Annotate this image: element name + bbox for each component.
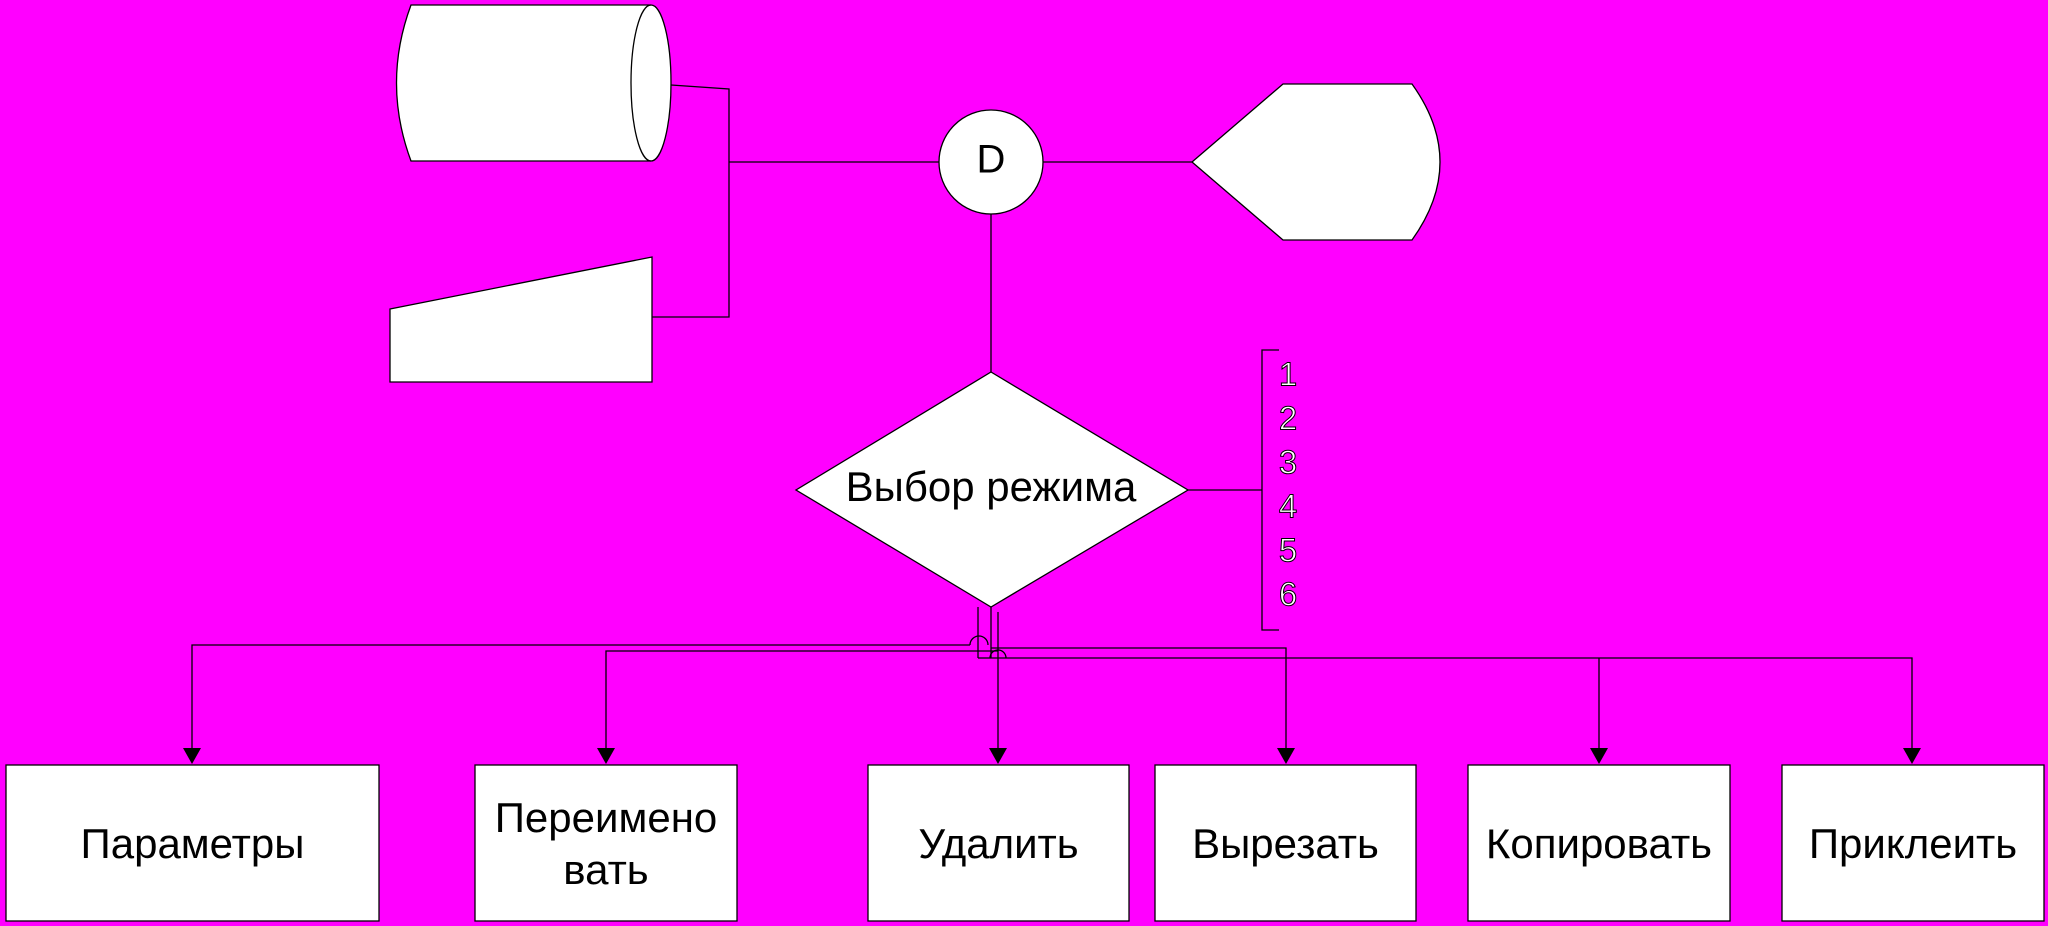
action-label: Удалить <box>918 820 1078 867</box>
connector-circle: D <box>938 109 1044 215</box>
arrowheads <box>183 748 1921 764</box>
mode-number-list: 1 2 3 4 5 6 <box>1278 355 1297 613</box>
action-box-frame <box>5 764 380 922</box>
action-box-frame <box>867 764 1130 922</box>
action-box-frame <box>1154 764 1417 922</box>
action-label: Копировать <box>1486 820 1712 867</box>
mode-number: 3 <box>1279 444 1297 481</box>
action-box-row: Параметры Переимено вать Удалить Вырезать Коп… <box>5 764 2045 922</box>
branch-lines <box>191 607 1913 752</box>
disk-connector-line <box>670 84 730 162</box>
delete-box: Удалить <box>867 764 1130 922</box>
annotation-bracket <box>1261 349 1279 631</box>
action-label: Переимено <box>495 794 718 841</box>
cut-box: Вырезать <box>1154 764 1417 922</box>
connector-label: D <box>977 138 1006 182</box>
action-label: Приклеить <box>1809 820 2017 867</box>
mode-number: 5 <box>1279 532 1297 569</box>
decision-diamond: Выбор режима <box>794 371 1190 608</box>
parameters-box: Параметры <box>5 764 380 922</box>
stored-data-shape <box>395 4 672 162</box>
mode-number: 1 <box>1279 356 1297 393</box>
action-label: Параметры <box>81 820 305 867</box>
mode-number: 6 <box>1279 576 1297 613</box>
display-shape <box>1191 83 1441 241</box>
action-label: вать <box>563 846 648 893</box>
mode-number: 4 <box>1279 488 1297 525</box>
action-box-frame <box>1467 764 1731 922</box>
rename-box: Переимено вать <box>474 764 738 922</box>
manual-input-shape <box>389 256 653 383</box>
paste-box: Приклеить <box>1781 764 2045 922</box>
action-box-frame <box>1781 764 2045 922</box>
action-box-frame <box>474 764 738 922</box>
action-label: Вырезать <box>1192 820 1379 867</box>
mode-number: 2 <box>1279 400 1297 437</box>
manual-input-connector-line <box>652 162 730 318</box>
decision-label: Выбор режима <box>846 463 1137 510</box>
copy-box: Копировать <box>1467 764 1731 922</box>
